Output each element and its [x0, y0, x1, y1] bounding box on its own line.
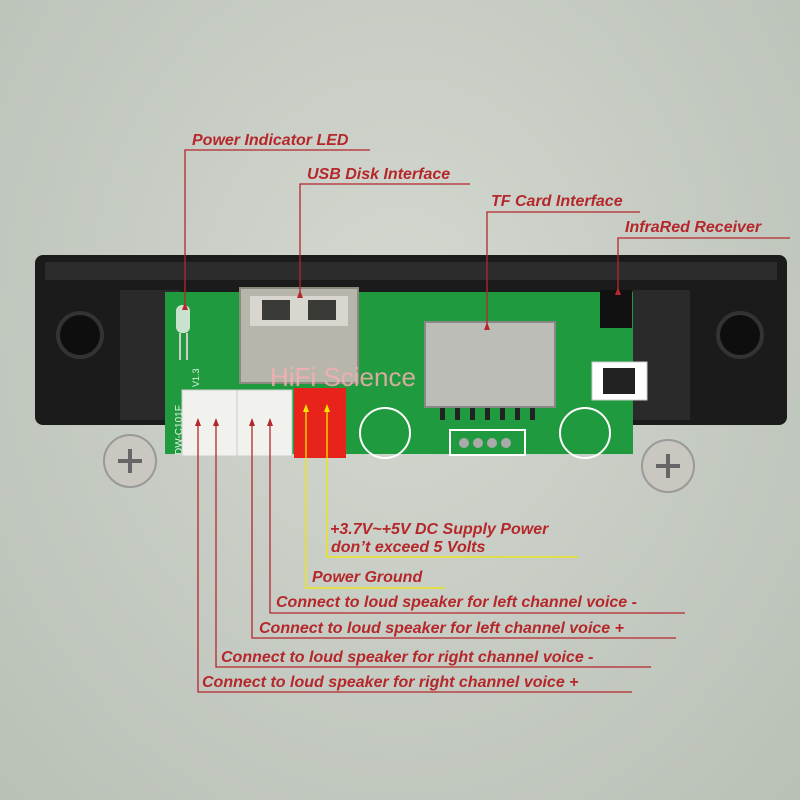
- tf-card-slot: [424, 321, 556, 420]
- silkscreen-model: DW-C101F: [174, 405, 185, 455]
- label-supply-warning: don’t exceed 5 Volts: [331, 539, 486, 556]
- label-infrared-receiver: InfraRed Receiver: [625, 219, 762, 236]
- label-power-indicator-led: Power Indicator LED: [192, 132, 349, 149]
- usb-port: [239, 287, 359, 384]
- label-right-channel-minus: Connect to loud speaker for right channe…: [221, 649, 594, 666]
- label-left-channel-plus: Connect to loud speaker for left channel…: [259, 620, 624, 637]
- speaker-connectors: [181, 389, 293, 457]
- label-supply-power: +3.7V~+5V DC Supply Power: [330, 521, 549, 538]
- leader-lines-red: [184, 149, 790, 693]
- power-indicator-led: [176, 305, 190, 360]
- label-right-channel-plus: Connect to loud speaker for right channe…: [202, 674, 579, 691]
- arrowheads: [182, 287, 621, 426]
- label-tf-card-interface: TF Card Interface: [491, 193, 623, 210]
- arrowheads-yellow: [303, 404, 330, 412]
- silkscreen-version: V1.3: [191, 368, 201, 387]
- leader-lines-yellow: [305, 412, 578, 589]
- infrared-receiver: [591, 290, 648, 401]
- label-left-channel-minus: Connect to loud speaker for left channel…: [276, 594, 637, 611]
- watermark: HiFi Science: [270, 362, 416, 392]
- screw-left: [103, 434, 157, 488]
- screw-right: [641, 439, 695, 493]
- label-power-ground: Power Ground: [312, 569, 423, 586]
- power-connector: [294, 388, 346, 458]
- label-usb-disk-interface: USB Disk Interface: [307, 166, 450, 183]
